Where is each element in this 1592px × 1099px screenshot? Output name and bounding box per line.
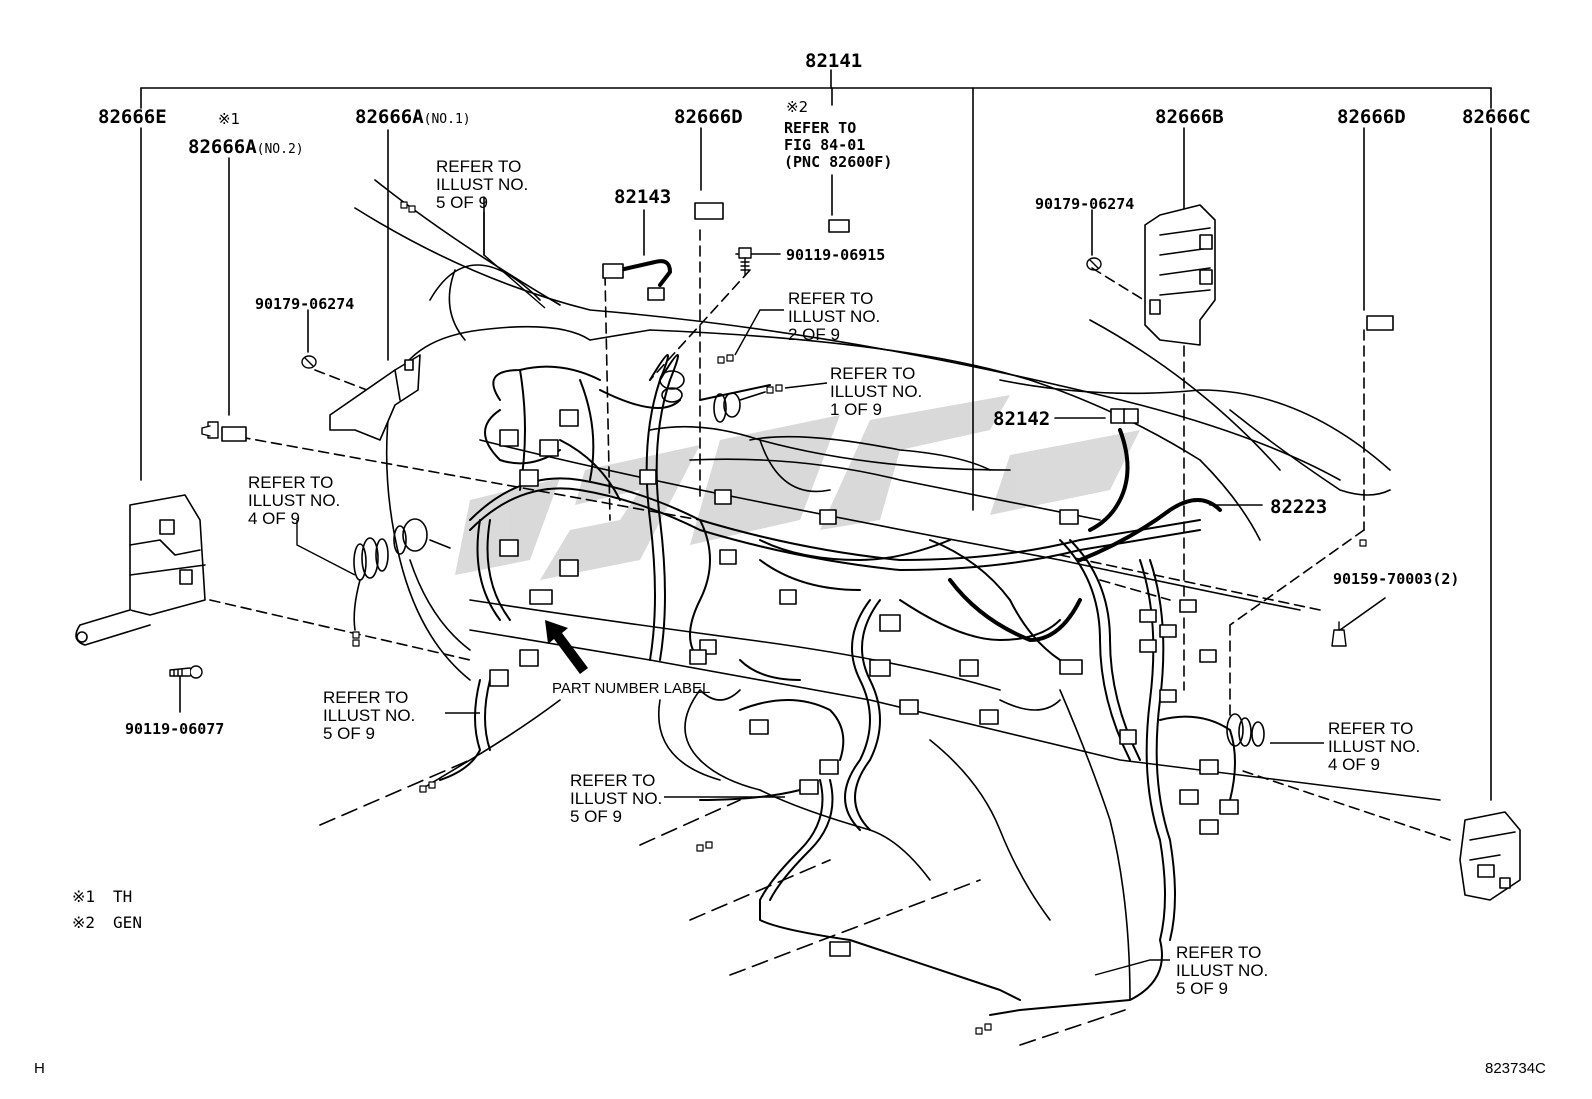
part-number-arrow	[545, 620, 588, 674]
refer-label: REFER TO ILLUST NO. 5 OF 9	[1176, 944, 1268, 998]
refer-line: ILLUST NO.	[248, 491, 341, 510]
refer-label: REFER TO ILLUST NO. 4 OF 9	[248, 474, 340, 528]
note-mark-1: ※1	[218, 110, 241, 128]
refer-line: 1 OF 9	[830, 400, 882, 419]
refer-label: REFER TO ILLUST NO. 2 OF 9	[788, 290, 880, 344]
refer-line: ILLUST NO.	[323, 706, 416, 725]
part-number-82143: 82143	[614, 186, 672, 208]
terminal-ends	[352, 201, 1367, 1035]
refer-label: REFER TO ILLUST NO. 5 OF 9	[323, 689, 415, 743]
note-mark-2: ※2	[786, 98, 809, 116]
box-82666C	[1459, 811, 1521, 901]
illustration-number: 823734C	[1485, 1060, 1546, 1077]
part-number-82666A-no2: 82666A(NO.2)	[188, 136, 304, 158]
refer-label: REFER TO ILLUST NO. 5 OF 9	[436, 158, 528, 212]
fig-note-line3: (PNC 82600F)	[784, 153, 893, 171]
refer-line: ILLUST NO.	[830, 382, 923, 401]
main-bracket	[140, 69, 1492, 511]
part-number-90119-06077: 90119-06077	[125, 720, 225, 738]
refer-line: ILLUST NO.	[1176, 961, 1269, 980]
refer-line: REFER TO	[323, 688, 409, 707]
refer-line: 4 OF 9	[1328, 755, 1380, 774]
part-number-82666A-no2-qual: (NO.2)	[256, 142, 304, 157]
legend-row: ※1 TH	[72, 884, 160, 910]
refer-label: REFER TO ILLUST NO. 4 OF 9	[1328, 720, 1420, 774]
refer-line: REFER TO	[788, 289, 874, 308]
harness	[439, 354, 1236, 1016]
legend: ※1 TH ※2 GEN	[72, 884, 160, 936]
part-number-82666D-left: 82666D	[674, 106, 743, 128]
refer-line: ILLUST NO.	[1328, 737, 1421, 756]
part-number-82223: 82223	[1270, 496, 1328, 518]
part-number-82666E: 82666E	[98, 106, 167, 128]
corner-code-left: H	[34, 1060, 45, 1077]
part-number-82666A-no2-code: 82666A	[188, 136, 257, 158]
refer-line: 5 OF 9	[570, 807, 622, 826]
refer-line: REFER TO	[436, 157, 522, 176]
refer-line: ILLUST NO.	[788, 307, 881, 326]
legend-text: TH	[113, 887, 133, 906]
part-number-82666A-no1-qual: (NO.1)	[423, 112, 471, 127]
part-number-90159-70003-qty: (2)	[1432, 570, 1460, 588]
fig-reference-note: REFER TO FIG 84-01 (PNC 82600F)	[784, 120, 892, 171]
refer-line: REFER TO	[1176, 943, 1262, 962]
floor-lines	[319, 759, 1126, 1046]
part-number-90159-70003: 90159-70003(2)	[1333, 570, 1459, 588]
part-number-90119-06915: 90119-06915	[786, 246, 886, 264]
part-number-82666D-right: 82666D	[1337, 106, 1406, 128]
legend-symbol: ※1	[72, 887, 96, 906]
refer-line: 5 OF 9	[436, 193, 488, 212]
part-number-82666A-no1-code: 82666A	[355, 106, 424, 128]
connectors	[221, 202, 1394, 957]
refer-line: REFER TO	[248, 473, 334, 492]
highlight-wires	[618, 259, 1222, 642]
screw-90119-06915	[738, 247, 752, 276]
fig-note-line2: FIG 84-01	[784, 136, 866, 154]
refer-line: REFER TO	[1328, 719, 1414, 738]
bolt-90119-06077	[169, 665, 203, 679]
part-number-82141: 82141	[805, 50, 863, 72]
refer-line: REFER TO	[570, 771, 656, 790]
refer-line: ILLUST NO.	[436, 175, 529, 194]
bracket-82666A-no1	[329, 354, 421, 441]
part-number-82666C: 82666C	[1462, 106, 1531, 128]
clip-90179-right	[1086, 257, 1102, 271]
fig-note-line1: REFER TO	[784, 119, 857, 137]
part-number-82142: 82142	[993, 408, 1051, 430]
refer-label: REFER TO ILLUST NO. 5 OF 9	[570, 772, 662, 826]
leader-lines	[140, 87, 1492, 801]
clip-90179-left	[301, 355, 317, 369]
relay-block-82666B	[1144, 204, 1216, 346]
refer-line: REFER TO	[830, 364, 916, 383]
legend-text: GEN	[113, 913, 142, 932]
legend-row: ※2 GEN	[72, 910, 160, 936]
refer-line: ILLUST NO.	[570, 789, 663, 808]
junction-block-82666E	[75, 494, 206, 646]
part-number-82666A-no1: 82666A(NO.1)	[355, 106, 471, 128]
grommets	[353, 370, 1265, 747]
part-number-90179-06274-right: 90179-06274	[1035, 195, 1135, 213]
watermark	[455, 395, 1140, 580]
refer-line: 2 OF 9	[788, 325, 840, 344]
bolt-82666A-no2	[201, 421, 219, 439]
legend-symbol: ※2	[72, 913, 96, 932]
part-number-90159-70003-code: 90159-70003	[1333, 570, 1433, 588]
clip-90159-70003	[1331, 621, 1347, 647]
dashboard-outline	[354, 179, 1441, 1001]
refer-line: 5 OF 9	[323, 724, 375, 743]
refer-line: 5 OF 9	[1176, 979, 1228, 998]
part-number-90179-06274-left: 90179-06274	[255, 295, 355, 313]
refer-label: REFER TO ILLUST NO. 1 OF 9	[830, 365, 922, 419]
refer-line: 4 OF 9	[248, 509, 300, 528]
part-number-label-caption: PART NUMBER LABEL	[552, 680, 711, 697]
part-number-82666B: 82666B	[1155, 106, 1224, 128]
